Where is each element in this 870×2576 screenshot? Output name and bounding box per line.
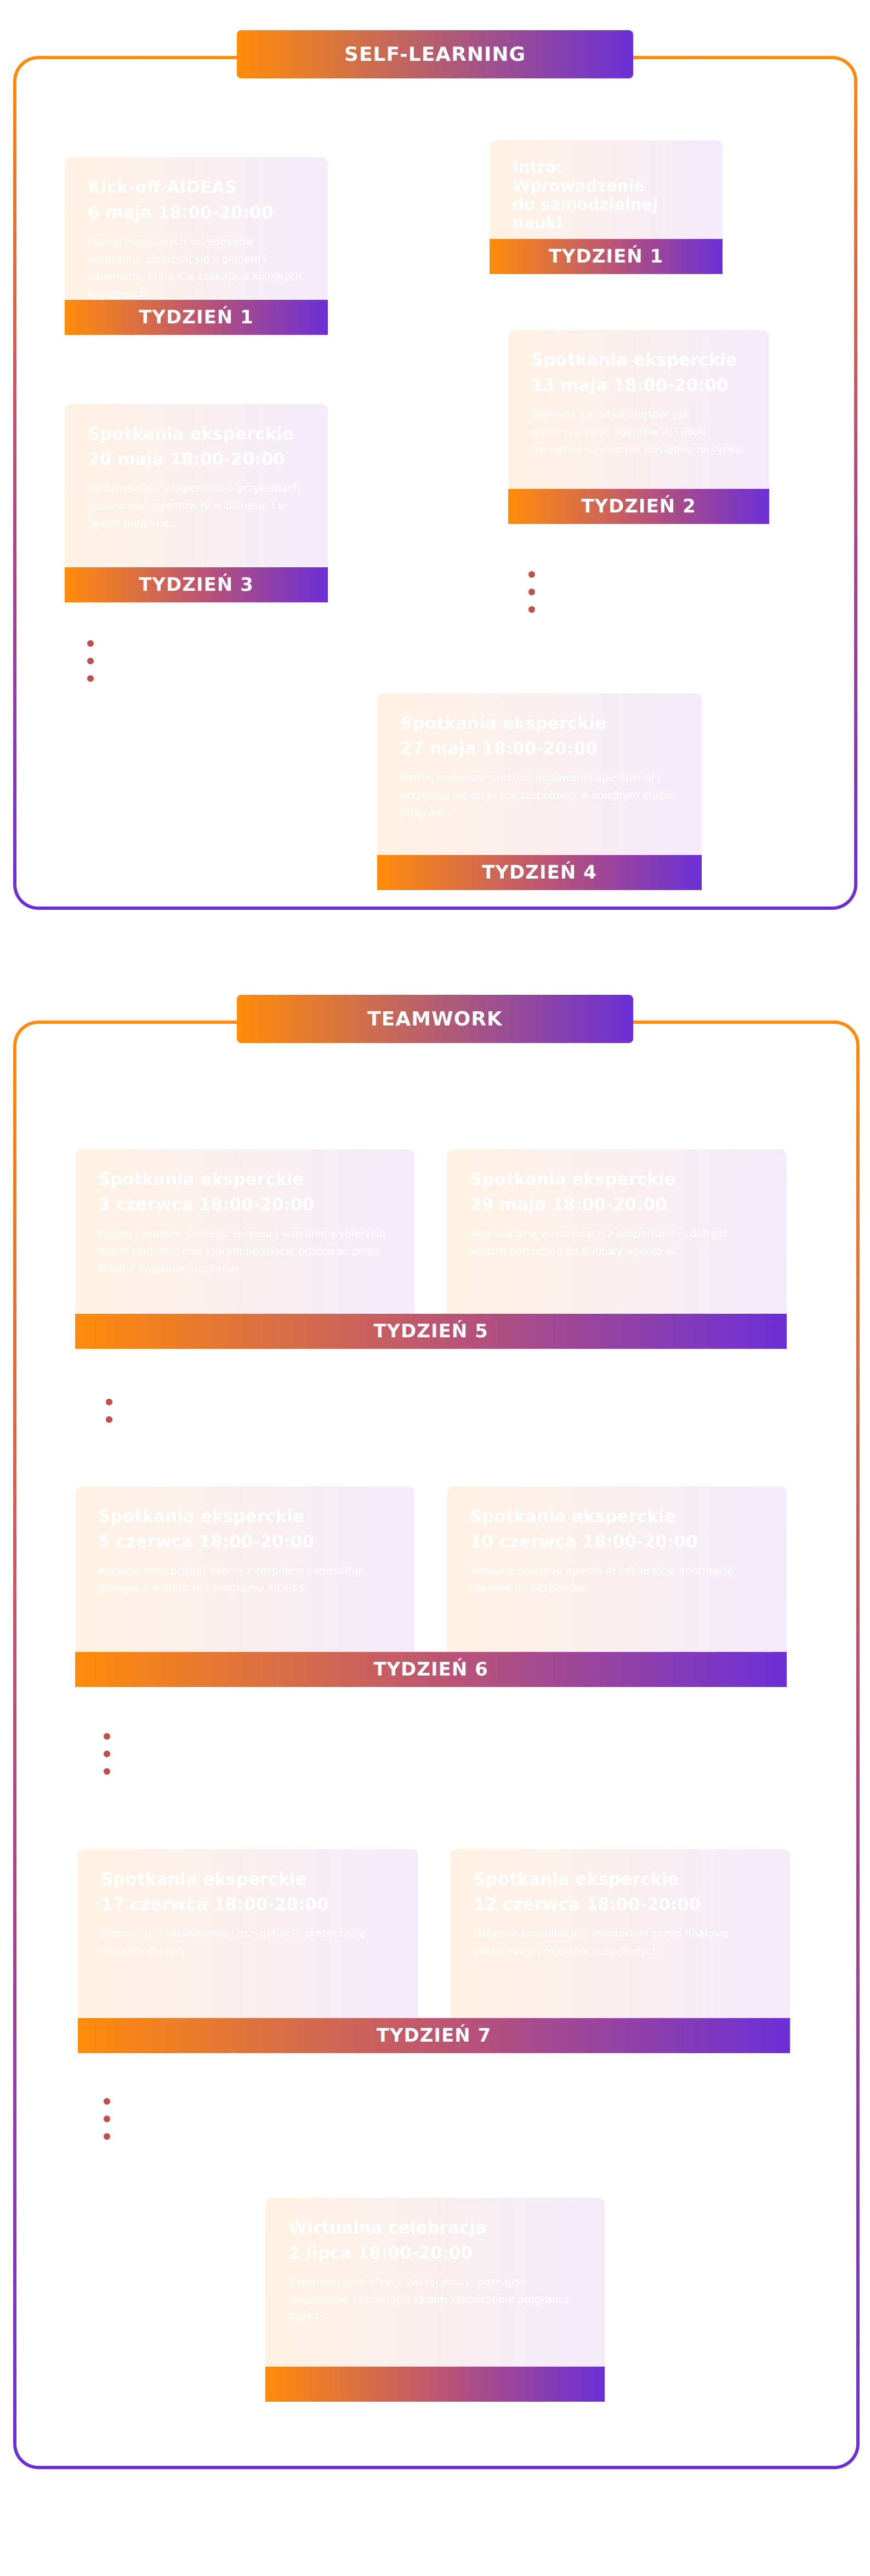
week-7-right-card[interactable]: Spotkania eksperckie 12 czerwca 18:00-20…: [450, 1849, 790, 2020]
week-2-band: TYDZIEŃ 2: [508, 489, 769, 524]
week-7-band: TYDZIEŃ 7: [78, 2018, 790, 2053]
week-2-card[interactable]: Spotkania eksperckie 13 maja 18:00-20:00…: [508, 330, 769, 490]
week-7-left-card[interactable]: Spotkania eksperckie 17 czerwca 18:00-20…: [78, 1849, 418, 2020]
week-6-band: TYDZIEŃ 6: [75, 1652, 787, 1687]
timeline-dots: [528, 571, 535, 624]
week-7-left-card-title: Spotkania eksperckie 17 czerwca 18:00-20…: [101, 1870, 329, 1914]
self-learning-title: SELF-LEARNING: [237, 30, 633, 78]
week-5-right-card-description: Weź udział w warsztatach z ekspertami i …: [470, 1228, 728, 1257]
week-2-card-description: Dowiedz się od ekspertów, jak wykorzysty…: [531, 408, 746, 455]
week-6-left-card-description: Rozwijaj swój projekt razem z zespołem i…: [98, 1565, 361, 1594]
week-4-card-title: Spotkania eksperckie 27 maja 18:00-20:00: [400, 714, 606, 759]
week-6-right-card[interactable]: Spotkania eksperckie 10 czerwca 18:00-20…: [447, 1486, 787, 1654]
week-3-card-title: Spotkania eksperckie 20 maja 18:00-20:00: [88, 424, 294, 469]
week-5-right-card[interactable]: Spotkania eksperckie 29 maja 18:00-20:00…: [447, 1149, 787, 1316]
week-4-band: TYDZIEŃ 4: [377, 855, 702, 890]
week-7-left-card-description: Dopracujcie rozwiązanie i przygotujcie p…: [101, 1928, 366, 1957]
week-2-card-title: Spotkania eksperckie 13 maja 18:00-20:00: [531, 350, 737, 395]
timeline-dots: [104, 1733, 110, 1786]
timeline-dots: [104, 2098, 110, 2151]
timeline-dots: [106, 1399, 112, 1434]
week-1-intro-band: TYDZIEŃ 1: [490, 239, 723, 274]
kickoff-card-title: Kick-off AIDEAS 6 maja 18:00-20:00: [88, 178, 274, 223]
week-7-right-card-description: Ostatnie konsultacje z mentorami przed f…: [473, 1928, 729, 1957]
intro-card[interactable]: Intro: Wprowadzenie do samodzielnej nauk…: [490, 140, 723, 240]
week-5-left-card[interactable]: Spotkania eksperckie 3 czerwca 18:00-20:…: [75, 1149, 414, 1316]
week-3-card[interactable]: Spotkania eksperckie 20 maja 18:00-20:00…: [65, 404, 328, 568]
kickoff-card[interactable]: Kick-off AIDEAS 6 maja 18:00-20:00 Pozna…: [65, 157, 328, 301]
week-5-left-card-description: Poznaj członków swojego zespołu i wspóln…: [98, 1228, 386, 1275]
week-3-band: TYDZIEŃ 3: [65, 567, 328, 602]
intro-card-title: Intro: Wprowadzenie do samodzielnej nauk…: [513, 158, 658, 232]
teamwork-title: TEAMWORK: [237, 995, 633, 1043]
week-6-right-card-title: Spotkania eksperckie 10 czerwca 18:00-20…: [470, 1507, 698, 1552]
week-4-card-description: Poznaj najlepsze praktyki budowania agen…: [400, 772, 675, 819]
week-3-card-description: Porozmawiaj z ekspertami o przykładach z…: [88, 482, 300, 529]
week-5-right-card-title: Spotkania eksperckie 29 maja 18:00-20:00: [470, 1170, 676, 1215]
week-6-left-card[interactable]: Spotkania eksperckie 5 czerwca 18:00-20:…: [75, 1486, 414, 1654]
timeline-dots: [87, 640, 94, 693]
week-4-card[interactable]: Spotkania eksperckie 27 maja 18:00-20:00…: [377, 693, 702, 856]
kickoff-card-description: Poznaj pozostałych uczestników programu,…: [88, 236, 302, 300]
week-7-right-card-title: Spotkania eksperckie 12 czerwca 18:00-20…: [473, 1870, 701, 1914]
celebration-card-title: Wirtualna celebracja 2 lipca 18:00-20:00: [288, 2218, 487, 2263]
week-5-left-card-title: Spotkania eksperckie 3 czerwca 18:00-20:…: [98, 1170, 315, 1215]
celebration-card[interactable]: Wirtualna celebracja 2 lipca 18:00-20:00…: [265, 2198, 605, 2368]
celebration-card-description: Zaprezentujcie efekty swojej pracy, pozn…: [288, 2276, 569, 2323]
week-1-band: TYDZIEŃ 1: [65, 300, 328, 335]
week-6-left-card-title: Spotkania eksperckie 5 czerwca 18:00-20:…: [98, 1507, 315, 1552]
week-5-band: TYDZIEŃ 5: [75, 1314, 787, 1349]
week-6-right-card-description: Testujcie prototyp agenta AI i zbierajci…: [470, 1565, 734, 1594]
celebration-band: [265, 2367, 605, 2402]
